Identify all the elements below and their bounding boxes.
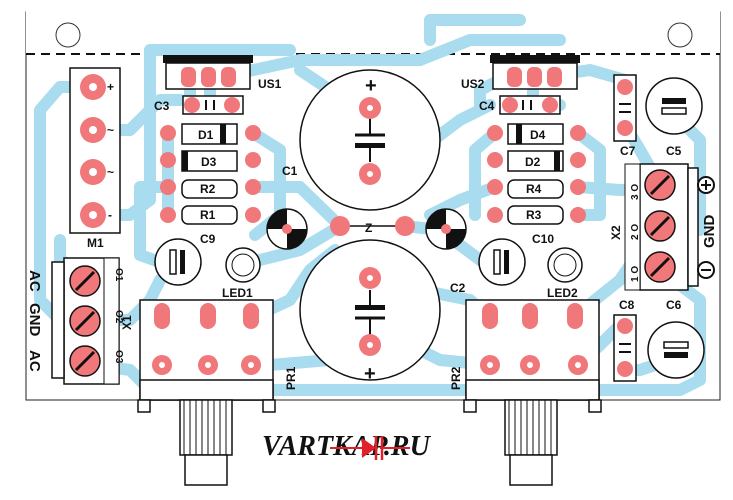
label-c8: C8 <box>619 298 635 312</box>
label-d1: D1 <box>198 128 214 142</box>
label-o3: O3 <box>113 350 124 364</box>
label-m1-ac1: ~ <box>107 123 114 137</box>
label-c2: C2 <box>450 281 466 295</box>
capacitor-c1 <box>299 69 441 211</box>
label-c7: C7 <box>620 144 636 158</box>
label-x2-pin3: 1 O <box>630 266 641 282</box>
led1 <box>225 247 261 283</box>
label-d4: D4 <box>530 128 546 142</box>
capacitor-logo-icon <box>330 436 410 460</box>
label-m1-ac2: ~ <box>107 165 114 179</box>
logo-text: VARTKAP.RU <box>262 431 432 462</box>
label-r4: R4 <box>526 182 542 196</box>
label-gnd-right: GND <box>701 215 718 249</box>
resistor-r4 <box>507 179 564 199</box>
capacitor-c5 <box>645 77 703 135</box>
diode-d4 <box>507 123 564 145</box>
mounting-hole-right <box>667 22 693 48</box>
resistor-r2 <box>181 179 238 199</box>
label-c6: C6 <box>666 298 682 312</box>
label-z: Z <box>365 221 372 235</box>
label-r3: R3 <box>526 208 542 222</box>
label-o2: O2 <box>113 310 124 324</box>
c2-plus-mark: + <box>364 363 376 385</box>
capacitor-c6 <box>647 321 705 379</box>
diode-d1 <box>181 123 238 145</box>
mounting-hole-left <box>55 22 81 48</box>
label-c10: C10 <box>532 232 554 246</box>
diode-d3 <box>181 150 238 172</box>
label-c4: C4 <box>479 99 495 113</box>
small-cap-symbols <box>619 103 631 353</box>
screw-icons-x1 <box>69 265 101 377</box>
minus-circle-icon <box>697 261 715 279</box>
label-led2: LED2 <box>547 286 578 300</box>
c1-plus-mark: + <box>365 75 377 97</box>
capacitor-symbols <box>205 100 532 110</box>
led2 <box>547 247 583 283</box>
label-x2: X2 <box>609 225 623 240</box>
capacitor-c10 <box>478 238 526 286</box>
label-d2: D2 <box>525 155 541 169</box>
label-led1: LED1 <box>222 286 253 300</box>
solder-pads <box>80 67 633 377</box>
label-us2: US2 <box>461 77 485 91</box>
label-pr1: PR1 <box>284 366 298 390</box>
capacitor-c9 <box>154 238 202 286</box>
label-x2-pin1: 3 O <box>630 184 641 200</box>
label-m1-plus: + <box>107 80 114 94</box>
capacitor-c2 <box>299 239 441 381</box>
label-d3: D3 <box>201 155 217 169</box>
label-c5: C5 <box>666 144 682 158</box>
screw-icons-x2 <box>644 169 676 283</box>
label-x2-pin2: 2 O <box>630 224 641 240</box>
label-ac-top: AC <box>26 270 43 292</box>
label-r1: R1 <box>200 208 216 222</box>
label-r2: R2 <box>200 182 216 196</box>
label-x1: X1 <box>120 315 134 330</box>
label-gnd-left: GND <box>26 303 43 337</box>
label-o1: O1 <box>113 268 124 282</box>
label-pr2: PR2 <box>449 366 463 390</box>
diode-d2 <box>507 150 564 172</box>
board-top-area <box>26 0 720 54</box>
label-ac-bottom: AC <box>26 350 43 372</box>
label-m1: M1 <box>87 236 104 250</box>
plus-circle-icon <box>697 176 715 194</box>
label-c1: C1 <box>282 164 298 178</box>
label-us1: US1 <box>258 77 282 91</box>
pad-holes <box>89 83 581 368</box>
label-c3: C3 <box>154 99 170 113</box>
resistor-r1 <box>181 205 238 225</box>
resistor-r3 <box>507 205 564 225</box>
label-c9: C9 <box>200 232 216 246</box>
heatsink-icon-left <box>266 208 308 250</box>
label-m1-minus: - <box>108 208 112 222</box>
heatsink-icon-right <box>425 208 467 250</box>
